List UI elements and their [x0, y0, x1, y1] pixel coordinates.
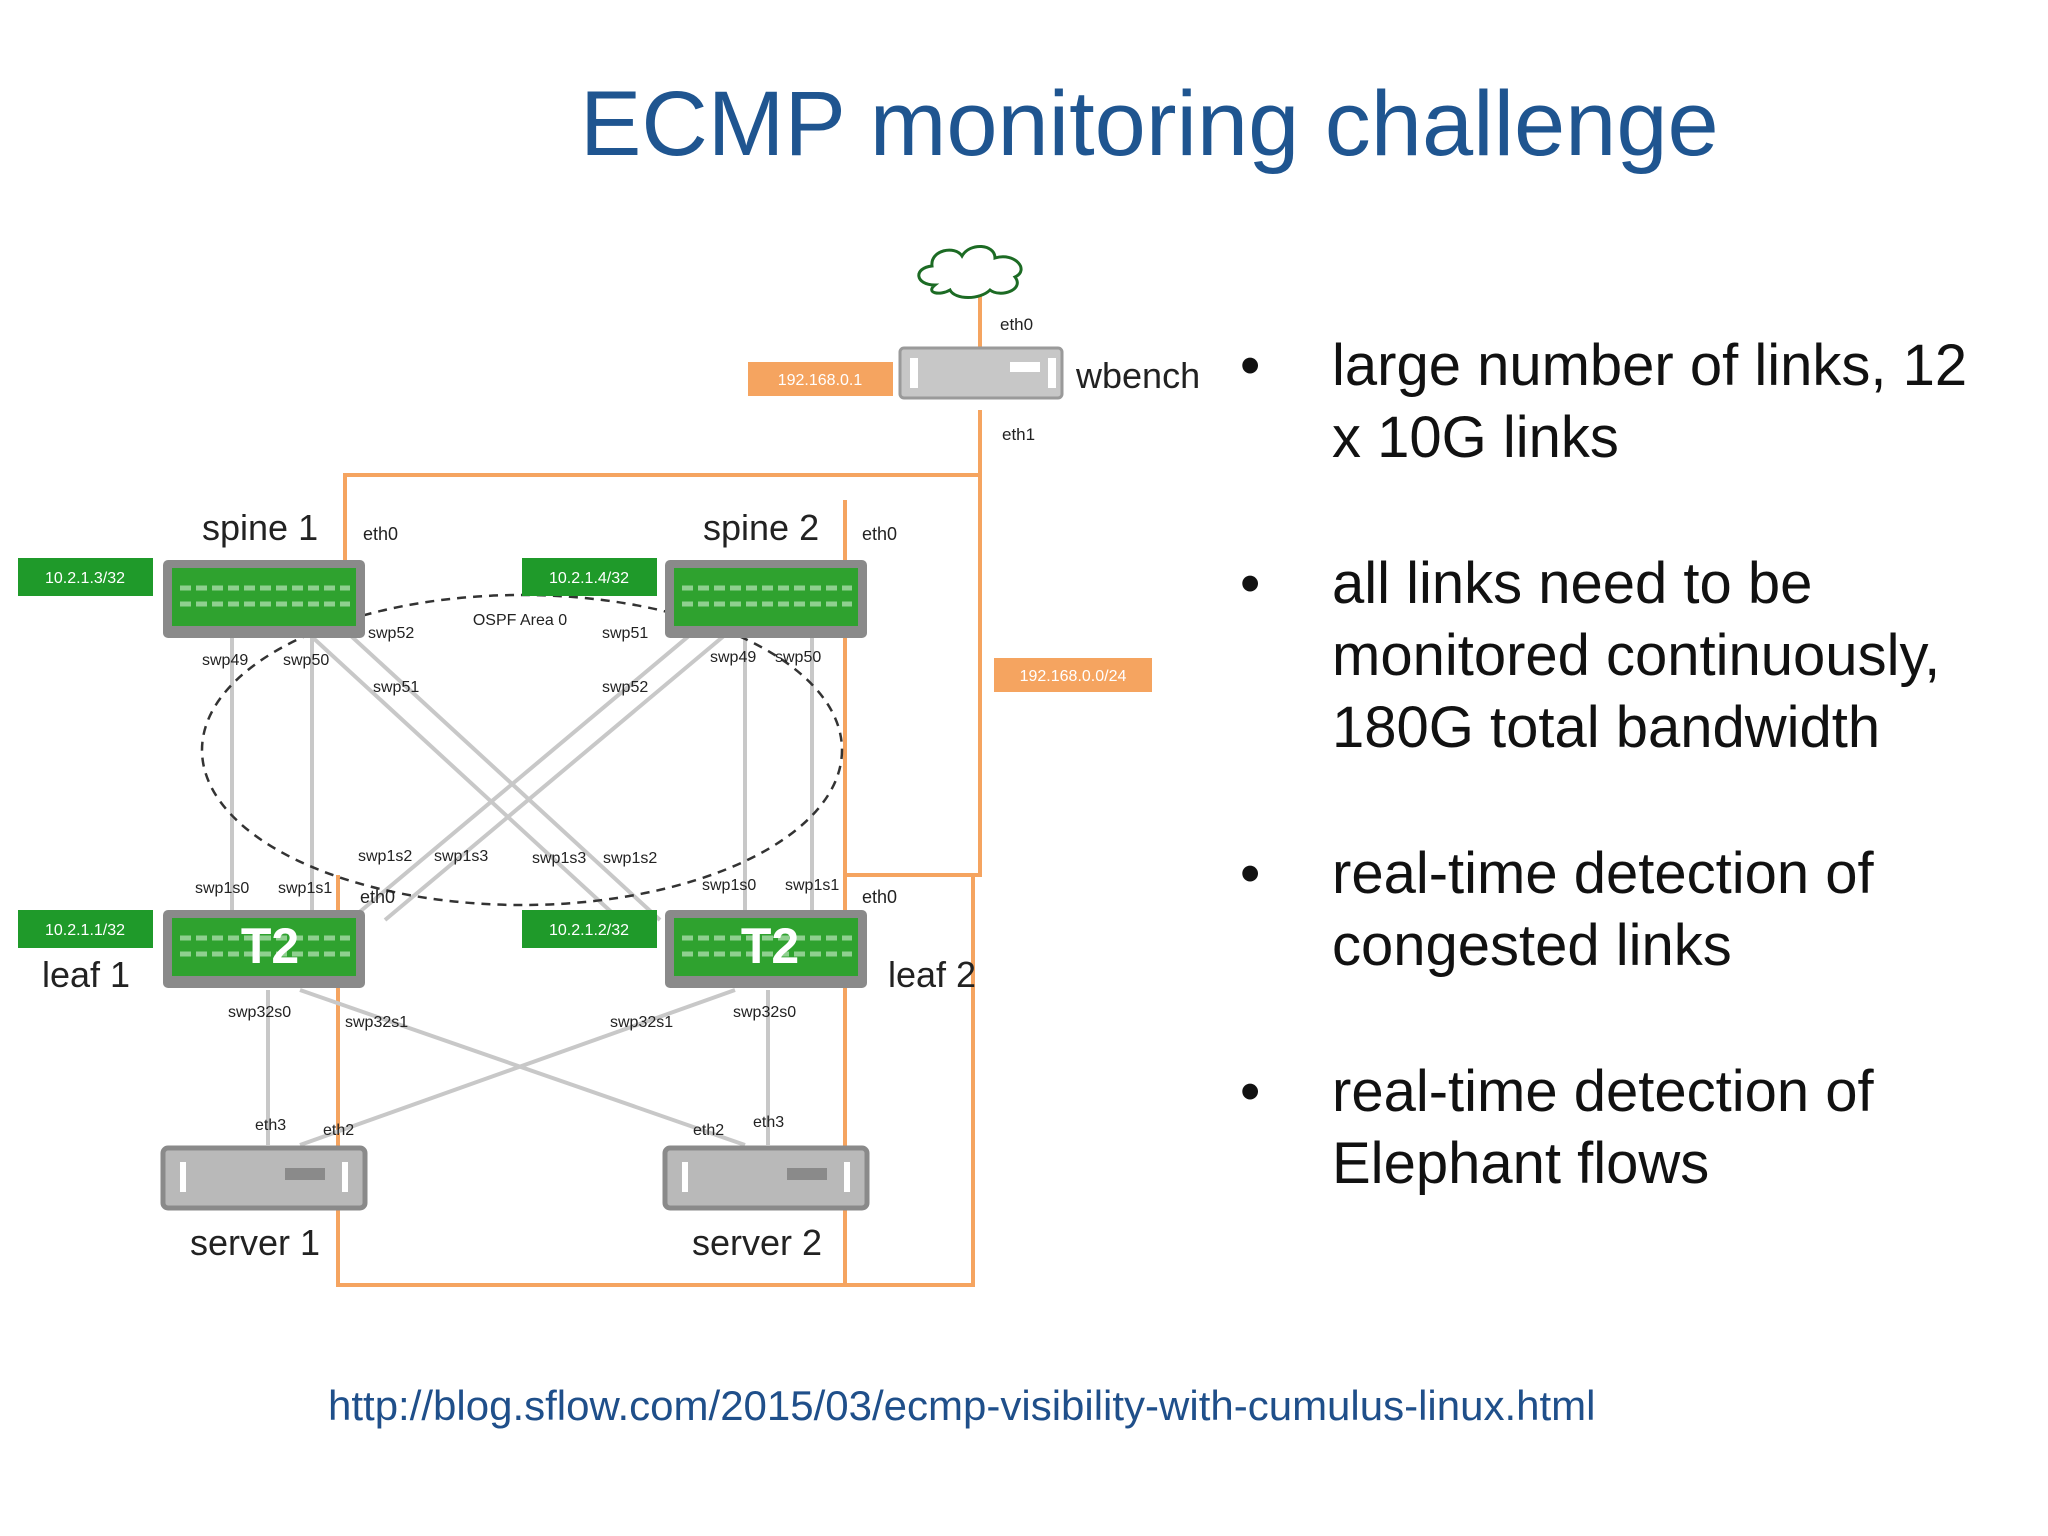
port-labels: swp49 swp50 swp52 swp51 swp51 swp52 swp4… [195, 625, 839, 1139]
wbench-ip: 192.168.0.1 [778, 372, 863, 389]
leaf1-switch: T2 [163, 910, 365, 988]
port-label: swp49 [202, 652, 248, 669]
leaf2-ip-badge: 10.2.1.2/32 [522, 910, 657, 948]
leaf1-name: leaf 1 [42, 954, 130, 995]
port-label: swp1s0 [702, 877, 756, 894]
mgmt-bus-bottom [336, 875, 975, 1287]
slide-title: ECMP monitoring challenge [580, 73, 1719, 175]
wbench-server [898, 346, 1064, 400]
link-s2-l1-a [348, 633, 692, 922]
port-label: swp32s0 [228, 1004, 291, 1021]
spine2-name: spine 2 [703, 507, 819, 548]
bullet-line: monitored continuously, [1332, 623, 1941, 688]
port-label: swp51 [373, 679, 419, 696]
link-s1-l2-a [348, 633, 662, 922]
port-label: eth2 [693, 1122, 724, 1139]
spine1-ip: 10.2.1.3/32 [45, 570, 125, 587]
bullet-line: all links need to be [1332, 551, 1813, 616]
bullet-list: • large number of links, 12 x 10G links … [1240, 330, 2040, 1274]
fabric-links [230, 633, 814, 1147]
leaf2-badge: T2 [741, 918, 799, 974]
bullet-line: Elephant flows [1332, 1131, 1710, 1196]
link-s1-l2-b [308, 633, 622, 922]
leaf2-ip: 10.2.1.2/32 [549, 922, 629, 939]
port-label: swp50 [283, 652, 329, 669]
spine2-ip: 10.2.1.4/32 [549, 570, 629, 587]
leaf2-eth0-label: eth0 [862, 887, 897, 907]
port-label: swp32s1 [610, 1014, 673, 1031]
port-label: swp32s0 [733, 1004, 796, 1021]
port-label: eth2 [323, 1122, 354, 1139]
bullet-line: large number of links, 12 [1332, 333, 1968, 398]
bullet-item: • all links need to be monitored continu… [1240, 548, 2040, 764]
mgmt-subnet-label: 192.168.0.0/24 [1020, 668, 1127, 685]
port-label: swp1s1 [278, 880, 332, 897]
wbench-name: wbench [1075, 355, 1200, 396]
port-label: swp1s1 [785, 877, 839, 894]
bullet-marker: • [1240, 551, 1261, 616]
bullet-item: • real-time detection of congested links [1240, 838, 2040, 982]
bullet-line: x 10G links [1332, 405, 1619, 470]
leaf2-switch: T2 [665, 910, 867, 988]
network-topology-diagram: OSPF Area 0 eth0 wbench 192.168.0.1 eth1… [18, 245, 1200, 1287]
link-s2-l1-b [383, 633, 727, 922]
port-label: swp1s2 [603, 850, 657, 867]
port-label: swp1s3 [434, 848, 488, 865]
cloud-icon [917, 245, 1023, 299]
port-label: swp1s3 [532, 850, 586, 867]
spine2-switch [665, 560, 867, 638]
mgmt-bus-top [343, 473, 982, 877]
ospf-area-label: OSPF Area 0 [473, 612, 567, 629]
bullet-item: • large number of links, 12 x 10G links [1240, 330, 2040, 474]
leaf1-ip-badge: 10.2.1.1/32 [18, 910, 153, 948]
mgmt-subnet-badge: 192.168.0.0/24 [994, 658, 1152, 692]
bullet-marker: • [1240, 333, 1261, 398]
spine1-ip-badge: 10.2.1.3/32 [18, 558, 153, 596]
spine2-ip-badge: 10.2.1.4/32 [522, 558, 657, 596]
leaf1-eth0-label: eth0 [360, 887, 395, 907]
source-url-link[interactable]: http://blog.sflow.com/2015/03/ecmp-visib… [328, 1382, 1596, 1429]
spine1-switch [163, 560, 365, 638]
spine1-name: spine 1 [202, 507, 318, 548]
port-label: swp51 [602, 625, 648, 642]
port-label: swp1s0 [195, 880, 249, 897]
port-label: swp50 [775, 649, 821, 666]
server1-name: server 1 [190, 1222, 320, 1263]
bullet-item: • real-time detection of Elephant flows [1240, 1056, 2040, 1200]
port-label: swp1s2 [358, 848, 412, 865]
port-label: swp52 [368, 625, 414, 642]
port-label: eth3 [753, 1114, 784, 1131]
port-label: eth3 [255, 1117, 286, 1134]
management-network [336, 290, 982, 1287]
leaf1-badge: T2 [241, 918, 299, 974]
spine1-eth0-label: eth0 [363, 524, 398, 544]
wbench-eth1-label: eth1 [1002, 425, 1035, 444]
bullet-line: real-time detection of [1332, 841, 1874, 906]
bullet-marker: • [1240, 841, 1261, 906]
bullet-line: real-time detection of [1332, 1059, 1874, 1124]
port-label: swp49 [710, 649, 756, 666]
leaf2-name: leaf 2 [888, 954, 976, 995]
server2-name: server 2 [692, 1222, 822, 1263]
bullet-marker: • [1240, 1059, 1261, 1124]
port-label: swp32s1 [345, 1014, 408, 1031]
bullet-line: 180G total bandwidth [1332, 695, 1881, 760]
port-label: swp52 [602, 679, 648, 696]
server2-icon [662, 1145, 870, 1211]
leaf1-ip: 10.2.1.1/32 [45, 922, 125, 939]
server1-icon [160, 1145, 368, 1211]
spine2-eth0-label: eth0 [862, 524, 897, 544]
link-l2-srv1 [299, 988, 736, 1147]
wbench-ip-badge: 192.168.0.1 [748, 362, 893, 396]
cloud-eth-label: eth0 [1000, 315, 1033, 334]
bullet-line: congested links [1332, 913, 1732, 978]
